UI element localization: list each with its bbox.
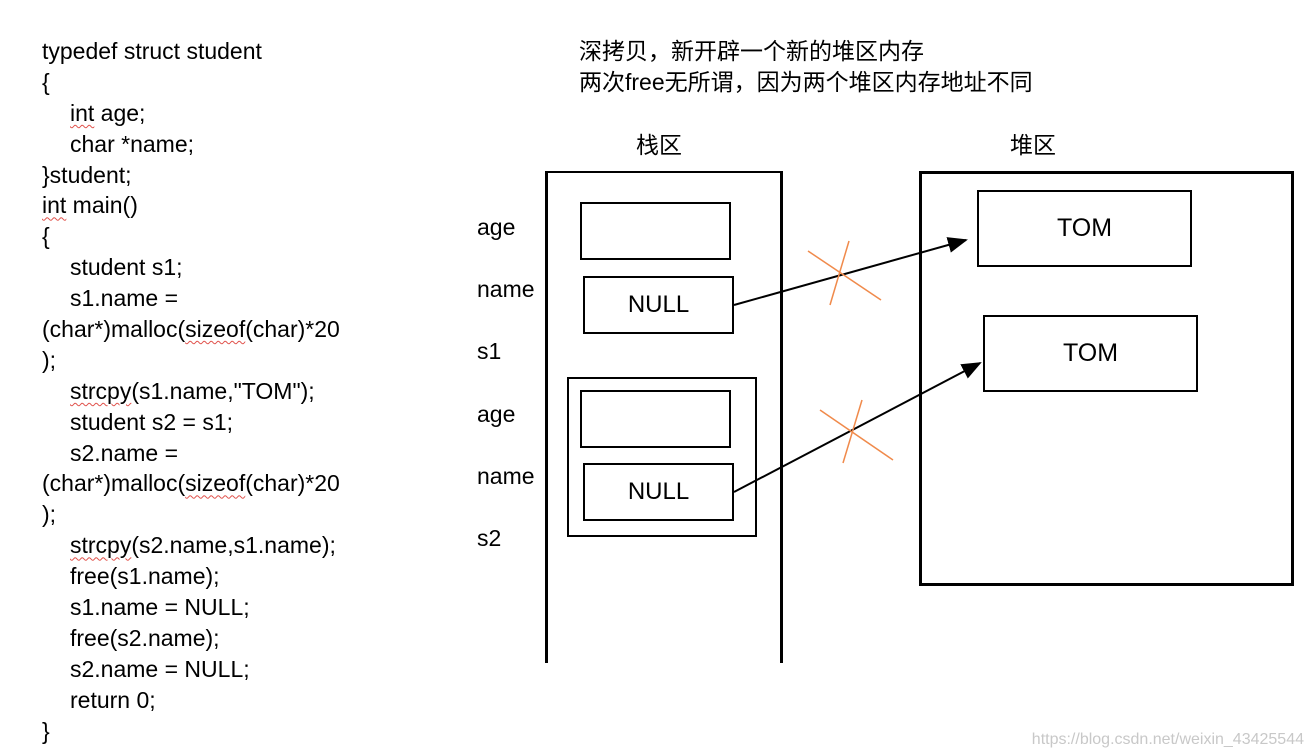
code-line: char *name;: [42, 129, 340, 160]
code-line: s2.name = NULL;: [42, 654, 340, 685]
code-line: typedef struct student: [42, 36, 340, 67]
code-line: free(s1.name);: [42, 561, 340, 592]
code-token: (char)*20: [245, 316, 340, 343]
code-line: student s1;: [42, 252, 340, 283]
diagram-note: 深拷贝，新开辟一个新的堆区内存 两次free无所谓，因为两个堆区内存地址不同: [579, 36, 1033, 98]
code-token: free(s2.name);: [70, 624, 220, 651]
label-s2-name: name: [477, 463, 535, 489]
heap-block-1: TOM: [977, 190, 1192, 267]
code-line: s1.name = NULL;: [42, 592, 340, 623]
code-token: (char*)malloc(: [42, 470, 186, 497]
code-token: }: [42, 717, 50, 744]
label-s2: s2: [477, 525, 502, 551]
code-line: (char*)malloc(sizeof(char)*20: [42, 314, 340, 345]
code-line: );: [42, 345, 340, 376]
code-line: free(s2.name);: [42, 623, 340, 654]
stack-frame: [545, 171, 783, 663]
code-token: s2.name = NULL;: [70, 655, 250, 682]
code-token: }student;: [42, 161, 132, 188]
s2-name-pointer-arrow: [733, 362, 982, 493]
code-token: free(s1.name);: [70, 563, 220, 590]
label-s1-name: name: [477, 276, 535, 302]
code-token-flagged: int: [70, 99, 95, 126]
code-token-flagged: strcpy: [70, 532, 132, 559]
code-token-flagged: sizeof: [185, 316, 246, 343]
heap-block-2-value: TOM: [1062, 339, 1119, 367]
stack-heading: 栈区: [636, 132, 682, 158]
s1-name-pointer-arrow: [733, 237, 968, 306]
code-token: {: [42, 223, 50, 250]
code-line: int age;: [42, 98, 340, 129]
code-token: (char)*20: [245, 470, 340, 497]
code-line: );: [42, 499, 340, 530]
code-line: strcpy(s1.name,"TOM");: [42, 376, 340, 407]
code-token: main(): [66, 192, 138, 219]
note-line-1: 深拷贝，新开辟一个新的堆区内存: [579, 38, 924, 64]
code-line: {: [42, 221, 340, 252]
code-line: int main(): [42, 190, 340, 221]
label-s1-age: age: [477, 214, 516, 240]
s1-name-value: NULL: [627, 291, 690, 318]
code-token-flagged: int: [42, 192, 67, 219]
code-line: student s2 = s1;: [42, 407, 340, 438]
code-line: }student;: [42, 160, 340, 191]
s1-age-cell: [580, 202, 731, 260]
heap-block-1-value: TOM: [1056, 214, 1113, 242]
code-token: typedef struct student: [42, 38, 262, 64]
code-listing: typedef struct student{int age;char *nam…: [42, 36, 340, 746]
code-line: }: [42, 716, 340, 747]
label-s2-age: age: [477, 401, 516, 427]
code-token: {: [42, 68, 50, 95]
code-token: s1.name =: [70, 285, 179, 312]
code-token: student s1;: [70, 254, 183, 281]
code-token: student s2 = s1;: [70, 408, 234, 435]
code-token: age;: [94, 99, 146, 126]
s2-name-value: NULL: [627, 478, 690, 505]
s1-name-cell: NULL: [583, 276, 734, 334]
code-token: return 0;: [70, 686, 156, 713]
heap-heading: 堆区: [1010, 132, 1056, 158]
s2-name-cell: NULL: [583, 463, 734, 521]
code-line: {: [42, 67, 340, 98]
code-token: );: [42, 346, 57, 373]
label-s1: s1: [477, 338, 502, 364]
code-token: s2.name =: [70, 439, 179, 466]
heap-block-2: TOM: [983, 315, 1198, 392]
code-line: s1.name =: [42, 283, 340, 314]
cross-mark-2: [819, 399, 894, 464]
code-token: char *name;: [70, 130, 195, 157]
code-token: (s1.name,"TOM");: [131, 377, 315, 404]
code-line: strcpy(s2.name,s1.name);: [42, 530, 340, 561]
code-token: s1.name = NULL;: [70, 594, 250, 621]
s2-age-cell: [580, 390, 731, 448]
code-token-flagged: sizeof: [185, 470, 246, 497]
code-token: );: [42, 501, 57, 528]
cross-mark-1: [807, 240, 882, 306]
heap-frame: [919, 171, 1294, 586]
s2-struct-box: [567, 377, 757, 537]
code-line: return 0;: [42, 685, 340, 716]
code-token-flagged: strcpy: [70, 377, 132, 404]
watermark: https://blog.csdn.net/weixin_43425544: [1031, 731, 1304, 748]
code-token: (char*)malloc(: [42, 316, 186, 343]
code-line: s2.name =: [42, 438, 340, 469]
note-line-2: 两次free无所谓，因为两个堆区内存地址不同: [579, 69, 1033, 95]
code-token: (s2.name,s1.name);: [131, 532, 336, 559]
code-line: (char*)malloc(sizeof(char)*20: [42, 468, 340, 499]
